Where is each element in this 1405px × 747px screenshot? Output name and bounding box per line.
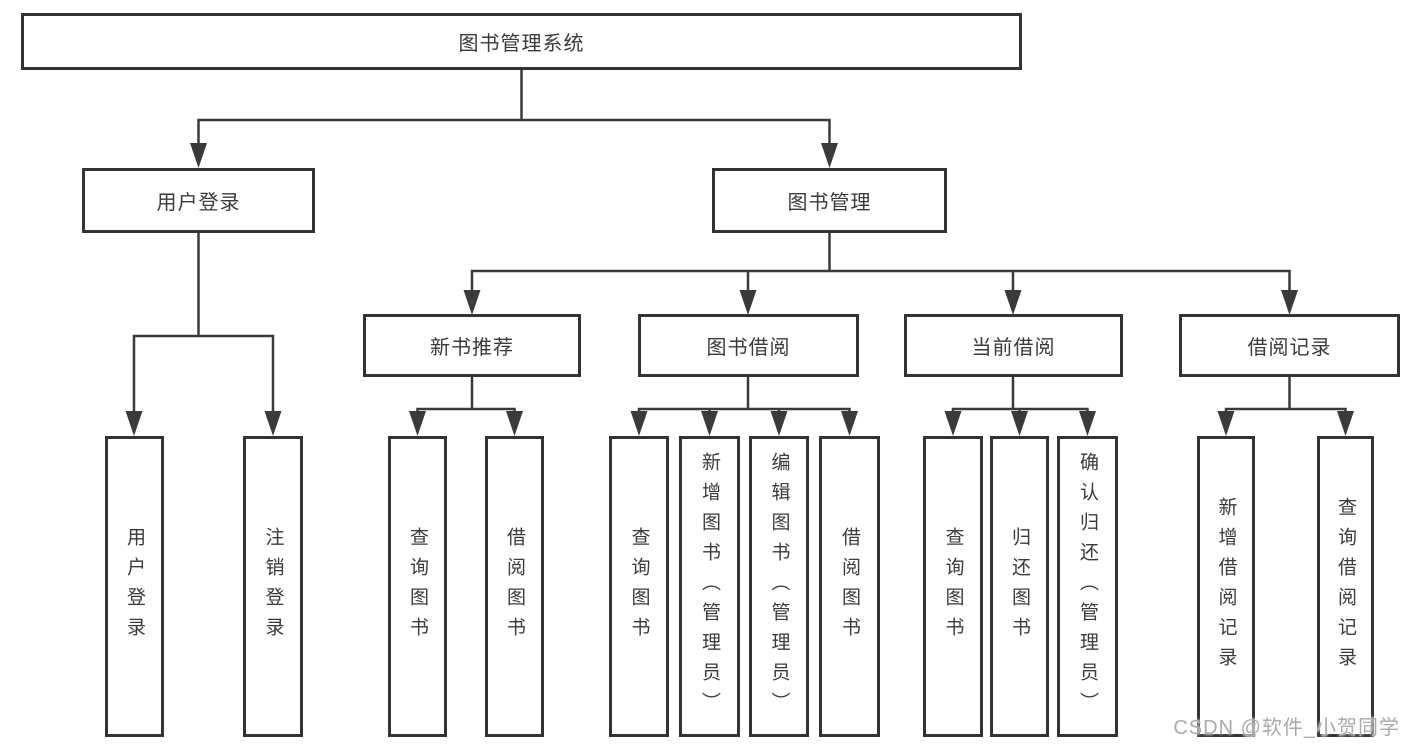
leaf-query-borrow-record: 查询借阅记录 [1317, 436, 1374, 737]
leaf-logout: 注销登录 [243, 436, 303, 737]
leaf-label: 查询图书 [407, 526, 428, 647]
leaf-return-books: 归还图书 [990, 436, 1049, 737]
leaf-edit-books-admin: 编辑图书（管理员） [749, 436, 809, 737]
leaf-borrow-books-recommend: 借阅图书 [485, 436, 544, 737]
leaf-label: 编辑图书（管理员） [768, 451, 790, 722]
leaf-label: 新增图书（管理员） [699, 451, 720, 722]
leaf-label: 新增借阅记录 [1215, 496, 1237, 677]
leaf-add-books-admin: 新增图书（管理员） [679, 436, 740, 737]
leaf-label: 查询借阅记录 [1335, 496, 1356, 677]
leaf-label: 查询图书 [942, 526, 964, 647]
leaf-label: 归还图书 [1009, 526, 1030, 647]
leaf-confirm-return-admin: 确认归还（管理员） [1057, 436, 1118, 737]
node-current-borrowing: 当前借阅 [904, 314, 1123, 377]
leaf-query-books-current: 查询图书 [923, 436, 983, 737]
node-library-management-system: 图书管理系统 [21, 13, 1022, 70]
node-book-management: 图书管理 [712, 168, 947, 233]
leaf-label: 查询图书 [628, 526, 650, 647]
node-user-login: 用户登录 [82, 168, 315, 233]
node-book-borrowing: 图书借阅 [638, 314, 859, 377]
leaf-label: 注销登录 [262, 526, 284, 647]
leaf-label: 确认归还（管理员） [1077, 451, 1098, 722]
node-new-book-recommendation: 新书推荐 [363, 314, 581, 377]
leaf-query-books: 查询图书 [609, 436, 669, 737]
leaf-borrow-books: 借阅图书 [819, 436, 880, 737]
leaf-label: 用户登录 [124, 526, 145, 647]
node-borrowing-records: 借阅记录 [1179, 314, 1400, 377]
csdn-watermark: CSDN @软件_小贺同学 [1173, 717, 1400, 739]
leaf-add-borrow-record: 新增借阅记录 [1197, 436, 1255, 737]
leaf-label: 借阅图书 [504, 526, 525, 647]
leaf-label: 借阅图书 [839, 526, 860, 647]
leaf-user-login: 用户登录 [105, 436, 164, 737]
leaf-query-books-recommend: 查询图书 [388, 436, 447, 737]
